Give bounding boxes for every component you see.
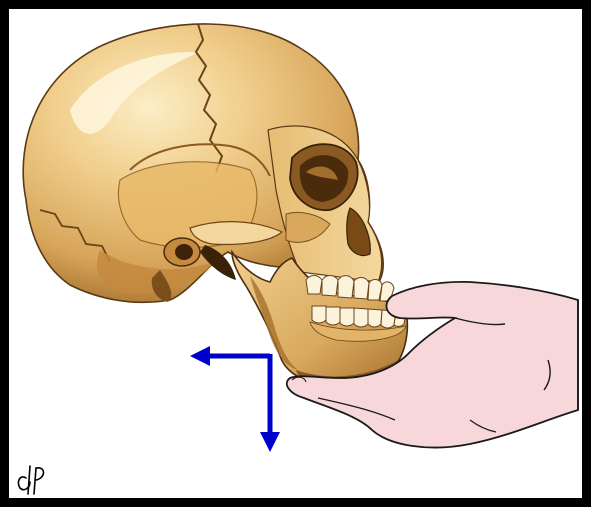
arrow-down-head [260, 432, 280, 452]
arrow-left-head [190, 346, 210, 366]
eye-orbit [290, 144, 358, 210]
force-arrows [190, 346, 280, 452]
cranium [23, 24, 383, 302]
ear-canal [164, 238, 200, 266]
signature-mark [18, 466, 43, 494]
